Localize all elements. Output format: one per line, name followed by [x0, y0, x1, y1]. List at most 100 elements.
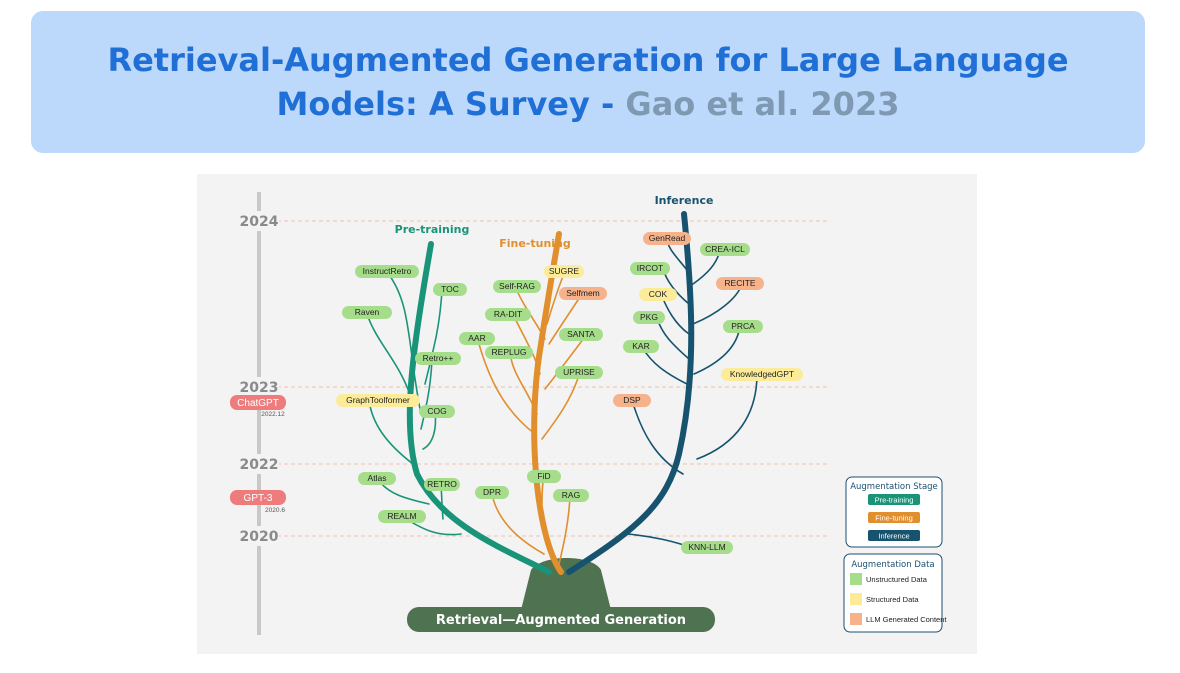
node-instructretro: InstructRetro [355, 265, 419, 278]
node-kar: KAR [623, 340, 659, 353]
milestone-label: GPT-3 [244, 493, 273, 504]
timeline: 2024 2023 2022 2020 ChatGPT 2022.12 GPT-… [230, 192, 829, 635]
node-dsp: DSP [613, 394, 651, 407]
node-dpr: DPR [475, 486, 509, 499]
node-pkg: PKG [633, 311, 665, 324]
stage-label-inference: Inference [655, 194, 714, 207]
node-cog: COG [419, 405, 455, 418]
year-label: 2020 [240, 529, 279, 545]
node-retro-plus-plus: Retro++ [415, 352, 461, 365]
node-ra-dit: RA-DIT [485, 308, 531, 321]
node-atlas: Atlas [358, 472, 396, 485]
legend-data-item: Structured Data [866, 595, 919, 604]
year-label: 2023 [240, 380, 279, 396]
svg-text:REPLUG: REPLUG [492, 347, 527, 357]
svg-text:SANTA: SANTA [567, 329, 595, 339]
svg-text:Raven: Raven [355, 307, 380, 317]
node-prca: PRCA [723, 320, 763, 333]
svg-text:GraphToolformer: GraphToolformer [346, 395, 410, 405]
svg-text:RECITE: RECITE [724, 278, 756, 288]
svg-text:SUGRE: SUGRE [549, 266, 580, 276]
node-sugre: SUGRE [544, 265, 584, 278]
title-line-2: Models: A Survey - Gao et al. 2023 [277, 82, 900, 126]
legend-swatch-pretraining [868, 494, 920, 505]
base-label: Retrieval—Augmented Generation [436, 613, 686, 628]
stage-label-finetuning: Fine-tuning [499, 237, 571, 250]
milestone-date: 2020.6 [265, 507, 285, 514]
legend-stage-item: Pre-training [875, 496, 914, 505]
svg-text:AAR: AAR [468, 333, 485, 343]
legend-swatch-unstructured [850, 573, 862, 585]
chatgpt-milestone-badge [230, 395, 286, 410]
legend-swatch-llm-generated [850, 613, 862, 625]
svg-text:CREA-ICL: CREA-ICL [705, 244, 745, 254]
node-crea-icl: CREA-ICL [700, 243, 750, 256]
svg-text:Self-RAG: Self-RAG [499, 281, 535, 291]
legend-stage-title: Augmentation Stage [850, 482, 938, 492]
svg-text:DPR: DPR [483, 487, 501, 497]
pretraining-main-branch [406, 241, 552, 575]
svg-text:Retro++: Retro++ [423, 353, 454, 363]
svg-text:GenRead: GenRead [649, 233, 686, 243]
node-fid: FiD [527, 470, 561, 483]
legend-data-item: LLM Generated Content [866, 615, 947, 624]
rag-tree-figure: 2024 2023 2022 2020 ChatGPT 2022.12 GPT-… [197, 174, 977, 654]
svg-text:Atlas: Atlas [368, 473, 387, 483]
svg-text:Selfmem: Selfmem [566, 288, 600, 298]
svg-text:RETRO: RETRO [427, 479, 457, 489]
rag-tree-diagram: 2024 2023 2022 2020 ChatGPT 2022.12 GPT-… [230, 192, 947, 635]
legend-swatch-structured [850, 593, 862, 605]
inference-main-branch [566, 211, 695, 575]
svg-text:InstructRetro: InstructRetro [363, 266, 412, 276]
node-santa: SANTA [559, 328, 603, 341]
legend-augmentation-data: Augmentation Data Unstructured Data Stru… [843, 553, 947, 633]
svg-text:PKG: PKG [640, 312, 658, 322]
title-author: Gao et al. 2023 [625, 85, 900, 123]
node-self-rag: Self-RAG [493, 280, 541, 293]
svg-text:REALM: REALM [387, 511, 416, 521]
legend-augmentation-stage: Augmentation Stage Pre-training Fine-tun… [845, 476, 943, 548]
node-graphtoolformer: GraphToolformer [336, 394, 420, 407]
pretraining-branch [366, 241, 552, 575]
svg-text:DSP: DSP [623, 395, 641, 405]
svg-text:FiD: FiD [537, 471, 550, 481]
stage-label-pretraining: Pre-training [395, 223, 470, 236]
node-knn-llm: KNN-LLM [681, 541, 733, 554]
legend-swatch-finetuning [868, 512, 920, 523]
legend-stage-item: Inference [878, 532, 909, 541]
legend-data-item: Unstructured Data [866, 575, 928, 584]
node-genread: GenRead [643, 232, 691, 245]
year-gridlines [277, 220, 829, 537]
svg-text:RA-DIT: RA-DIT [494, 309, 522, 319]
legend-swatch-inference [868, 530, 920, 541]
svg-text:IRCOT: IRCOT [637, 263, 663, 273]
svg-text:TOC: TOC [441, 284, 459, 294]
title-main: Models: A Survey - [276, 85, 615, 123]
svg-text:COK: COK [649, 289, 668, 299]
legend-data-title: Augmentation Data [851, 560, 934, 570]
node-knowledgedgpt: KnowledgedGPT [721, 368, 803, 381]
svg-text:KAR: KAR [632, 341, 649, 351]
node-raven: Raven [342, 306, 392, 319]
node-retro: RETRO [424, 478, 460, 491]
title-line-1: Retrieval-Augmented Generation for Large… [107, 41, 1069, 79]
node-recite: RECITE [716, 277, 764, 290]
node-selfmem: Selfmem [559, 287, 607, 300]
node-cok: COK [639, 288, 677, 301]
node-rag: RAG [553, 489, 589, 502]
gpt3-milestone-badge [230, 490, 286, 505]
node-realm: REALM [378, 510, 426, 523]
svg-text:COG: COG [427, 406, 446, 416]
year-label: 2024 [240, 214, 279, 230]
svg-text:KnowledgedGPT: KnowledgedGPT [730, 369, 794, 379]
node-ircot: IRCOT [630, 262, 670, 275]
svg-text:KNN-LLM: KNN-LLM [688, 542, 725, 552]
node-uprise: UPRISE [555, 366, 603, 379]
svg-text:RAG: RAG [562, 490, 580, 500]
year-label: 2022 [240, 457, 279, 473]
legend-stage-item: Fine-tuning [875, 514, 913, 523]
node-replug: REPLUG [485, 346, 533, 359]
svg-text:UPRISE: UPRISE [563, 367, 595, 377]
title-banner: Retrieval-Augmented Generation for Large… [31, 11, 1145, 153]
milestone-date: 2022.12 [261, 411, 285, 418]
